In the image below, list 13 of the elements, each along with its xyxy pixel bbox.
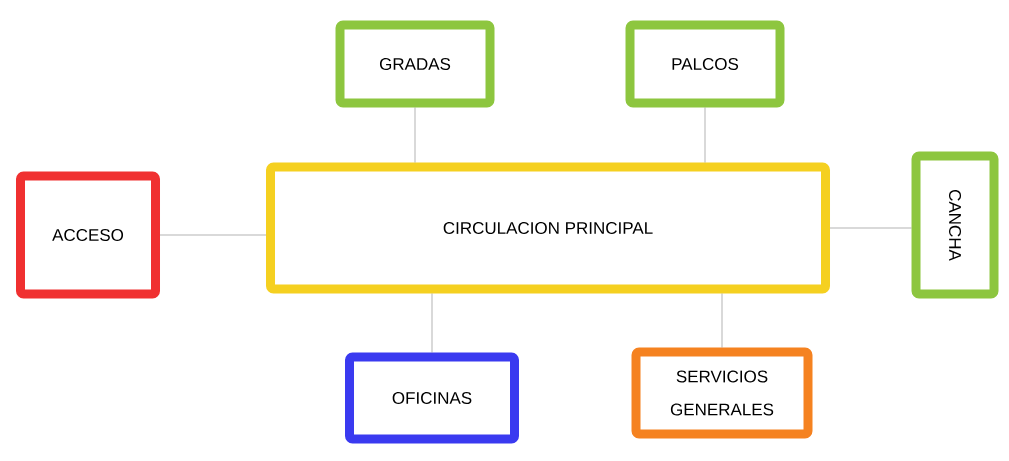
room-box: ACCESO (16, 171, 160, 299)
connector-line (431, 293, 433, 353)
connector-line (414, 107, 416, 163)
connector-line (159, 234, 267, 236)
room-box: GRADAS (335, 20, 495, 108)
connector-line (829, 227, 912, 229)
connector-line (704, 107, 706, 163)
room-box: SERVICIOS GENERALES (631, 347, 813, 439)
room-box: OFICINAS (345, 352, 519, 444)
room-box: PALCOS (625, 20, 785, 108)
connector-line (721, 293, 723, 348)
room-box: CIRCULACION PRINCIPAL (266, 162, 830, 294)
room-box: CANCHA (911, 151, 999, 299)
